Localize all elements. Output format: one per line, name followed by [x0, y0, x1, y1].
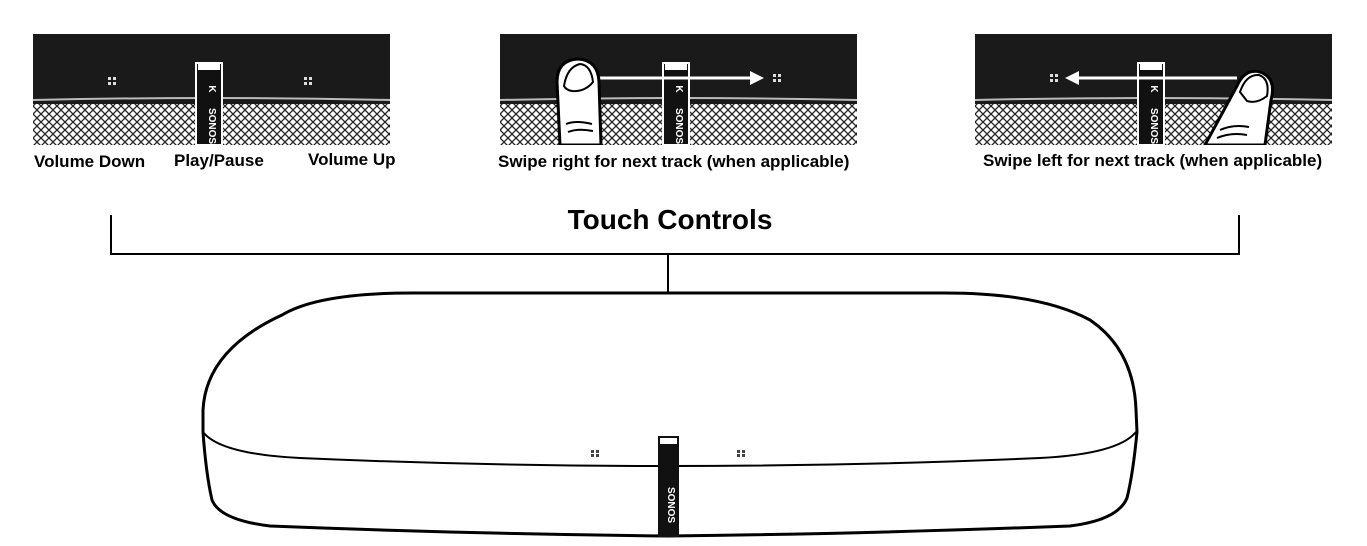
- diagram-title: Touch Controls: [567, 204, 773, 235]
- brand-badge-text: SONOS: [665, 487, 676, 523]
- volume-down-dots-icon: [108, 77, 116, 85]
- arrow-right-icon: [595, 71, 764, 85]
- touch-panel-illustration: K SONOS: [975, 34, 1332, 145]
- brand-strip-text: SONOS: [673, 108, 684, 144]
- panel-swipe-right: K SONOS: [500, 34, 857, 145]
- volume-up-dots-icon: [304, 77, 312, 85]
- previous-dots-icon: [1050, 74, 1058, 82]
- label-play-pause: Play/Pause: [174, 151, 264, 170]
- arrow-left-icon: [1065, 71, 1237, 85]
- panel-volume-play: K SONOS: [33, 34, 390, 145]
- play-pause-strip: K SONOS: [195, 62, 223, 145]
- svg-text:K: K: [1148, 85, 1159, 93]
- svg-text:K: K: [673, 85, 684, 93]
- brand-strip-text: SONOS: [1148, 108, 1159, 144]
- brand-strip-text: SONOS: [206, 108, 217, 144]
- label-swipe-right: Swipe right for next track (when applica…: [498, 152, 850, 171]
- volume-up-dots-icon: [737, 450, 745, 457]
- panel-swipe-left: K SONOS: [975, 34, 1332, 145]
- touch-panel-illustration: K SONOS: [33, 34, 390, 145]
- finger-icon: [555, 57, 603, 145]
- volume-down-dots-icon: [591, 450, 599, 457]
- svg-text:K: K: [206, 85, 217, 93]
- sonos-badge: SONOS: [658, 436, 679, 537]
- touch-panel-illustration: K SONOS: [500, 34, 857, 145]
- label-volume-up: Volume Up: [308, 150, 396, 169]
- label-swipe-left: Swipe left for next track (when applicab…: [983, 151, 1323, 170]
- soundbar-outline: [201, 291, 1139, 538]
- finger-icon: [1203, 69, 1275, 145]
- next-dots-icon: [773, 74, 781, 82]
- label-volume-down: Volume Down: [34, 152, 146, 171]
